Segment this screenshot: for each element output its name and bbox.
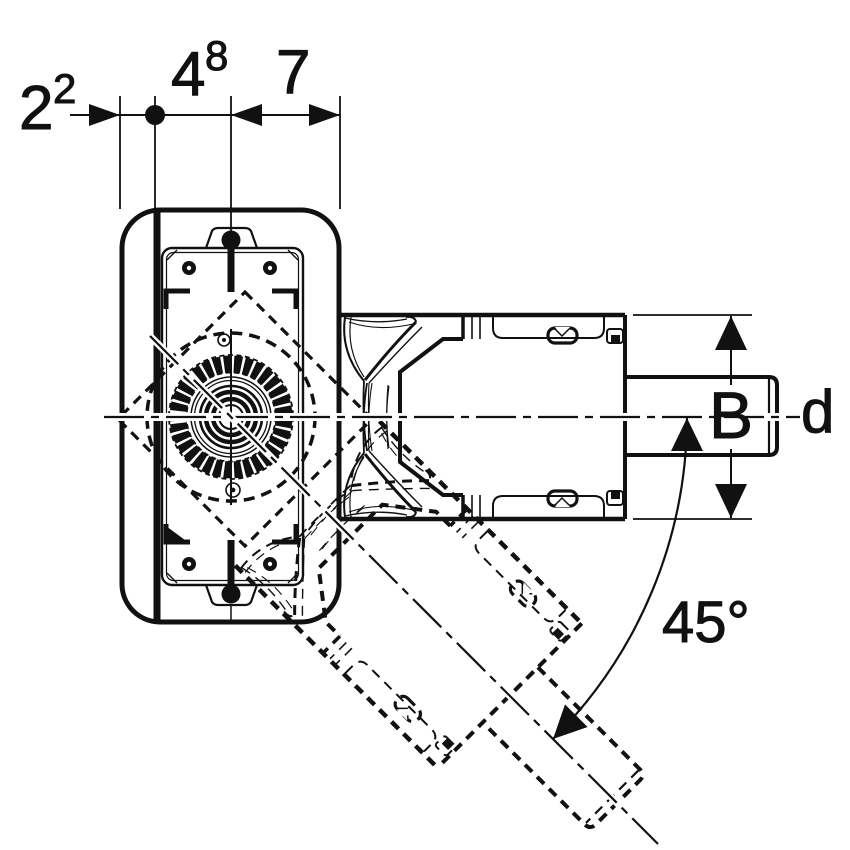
screw-dots	[182, 261, 277, 571]
arrow-right-icon	[89, 104, 120, 126]
arrow-left-icon	[231, 104, 262, 126]
outlet-width-label: B	[709, 378, 753, 452]
top-dimensions: 2 2 4 8 7	[19, 32, 341, 231]
outlet-dimensions: B d	[633, 314, 835, 520]
dim-small-value: 2	[19, 74, 53, 143]
dim-large-value: 7	[276, 38, 310, 107]
dim-small-sup: 2	[53, 65, 76, 112]
diagonal-centerline	[149, 335, 659, 845]
outlet-diameter-label: d	[801, 378, 834, 445]
angle-dimension: 45°	[552, 416, 750, 740]
dim-mid-value: 4	[171, 40, 205, 109]
arrow-right-icon	[309, 104, 340, 126]
angle-label: 45°	[662, 590, 750, 655]
arrow-down-icon	[715, 484, 747, 518]
arrow-up-icon	[715, 316, 747, 350]
centerlines	[104, 333, 800, 847]
dim-mid-sup: 8	[205, 32, 228, 79]
dimension-dot	[145, 105, 165, 125]
arc-arrow-down-left-icon	[553, 704, 588, 739]
arc-arrow-up-icon	[671, 418, 703, 451]
